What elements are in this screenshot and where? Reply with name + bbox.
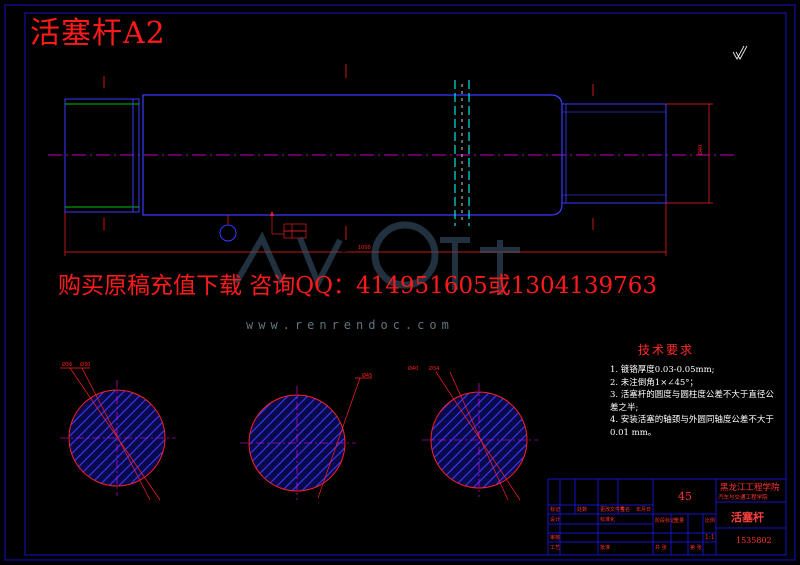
title-block-material: 45 <box>678 490 692 503</box>
right-thread-inner <box>561 111 667 196</box>
svg-text:Ø34: Ø34 <box>429 365 439 372</box>
svg-text:Ø30: Ø30 <box>80 361 90 368</box>
section-view-b-title: B — B <box>291 359 320 369</box>
section-b-bottom-label: B <box>341 245 349 255</box>
svg-text:标准化: 标准化 <box>600 516 615 523</box>
svg-text:设计: 设计 <box>550 516 560 523</box>
svg-text:年月日: 年月日 <box>636 506 651 513</box>
svg-text:比例: 比例 <box>705 517 715 524</box>
section-b-top-label: B <box>341 53 349 63</box>
section-view-a-title: A — A <box>111 359 140 369</box>
right-thread-end <box>561 103 667 204</box>
tech-req-item: 1. 镀铬厚度0.03-0.05mm; <box>610 365 715 375</box>
length-dimension <box>64 203 667 256</box>
datum-label: A <box>224 230 232 240</box>
svg-text:Ø36: Ø36 <box>62 361 72 368</box>
svg-text:工艺: 工艺 <box>550 545 560 551</box>
title-block-scale: 1:1 <box>705 534 715 541</box>
title-block-department: 汽车与交通工程学院 <box>718 495 768 501</box>
rod-body <box>142 94 563 216</box>
section-view-b: Ø45 <box>240 372 372 500</box>
technical-requirements-list: 1. 镀铬厚度0.03-0.05mm; 2. 未注倒角1×∠45°； 3. 活塞… <box>610 364 782 440</box>
svg-text:签名: 签名 <box>620 506 630 513</box>
svg-text:共 张: 共 张 <box>655 544 667 551</box>
svg-text:标记: 标记 <box>550 506 560 513</box>
svg-text:批准: 批准 <box>600 544 610 551</box>
title-block-drawing-number: 1535802 <box>736 536 772 545</box>
roughness-symbol-icon <box>732 45 748 60</box>
svg-text:重量: 重量 <box>674 517 684 524</box>
section-view-c-title: C — C <box>467 359 496 369</box>
section-c-bottom-label: C <box>586 226 593 236</box>
svg-text:审核: 审核 <box>550 534 560 541</box>
datum-circle <box>219 224 237 242</box>
section-a-top-label: A <box>99 64 107 74</box>
svg-text:Ø40: Ø40 <box>408 365 418 372</box>
tolerance-frame <box>271 212 307 239</box>
svg-text:第 张: 第 张 <box>690 544 702 551</box>
title-block-grid <box>547 478 787 556</box>
section-view-a: Ø36 Ø30 <box>60 361 176 501</box>
svg-text:处数: 处数 <box>577 506 587 513</box>
diameter-dimension <box>666 103 713 204</box>
diameter-dimension-text: Ø40 <box>697 145 704 155</box>
svg-text:更改文件号: 更改文件号 <box>600 506 625 513</box>
svg-text:阶段标记: 阶段标记 <box>655 517 675 524</box>
left-thread-end <box>64 98 140 213</box>
tech-req-item: 3. 活塞杆的圆度与圆柱度公差不大于直径公差之半; <box>610 390 774 413</box>
promo-banner: 购买原稿充值下载 咨询QQ：414951605或1304139763 <box>58 273 658 299</box>
watermark-url: www.renrendoc.com <box>246 318 454 332</box>
technical-requirements-title: 技术要求 <box>638 343 695 357</box>
section-view-c: Ø40 Ø34 <box>408 365 538 501</box>
title-block-small-text: 标记 处数 更改文件号签名年月日 设计 标准化 审核 工艺 批准 阶段标记重量 比例 共 … <box>550 506 715 551</box>
title-block-school: 黑龙江工程学院 <box>720 483 780 493</box>
title-block-part-name: 活塞杆 <box>731 511 764 524</box>
cross-hole-lines <box>454 80 470 226</box>
length-dimension-text: 1000 <box>358 245 371 251</box>
tech-req-item: 4. 安装活塞的轴颈与外圆同轴度公差不大于0.01 mm。 <box>610 415 774 438</box>
watermark-logo-icon <box>233 221 520 295</box>
section-cut-lines <box>103 64 594 240</box>
tolerance-arrow-icon <box>270 211 274 216</box>
outer-frame <box>4 4 796 561</box>
drawing-title: 活塞杆A2 <box>30 16 166 51</box>
tech-req-item: 2. 未注倒角1×∠45°； <box>610 377 699 388</box>
section-a-bottom-label: A <box>99 236 107 246</box>
svg-text:Ø45: Ø45 <box>362 372 372 379</box>
inner-frame <box>24 12 787 556</box>
section-c-top-label: C <box>592 72 599 82</box>
